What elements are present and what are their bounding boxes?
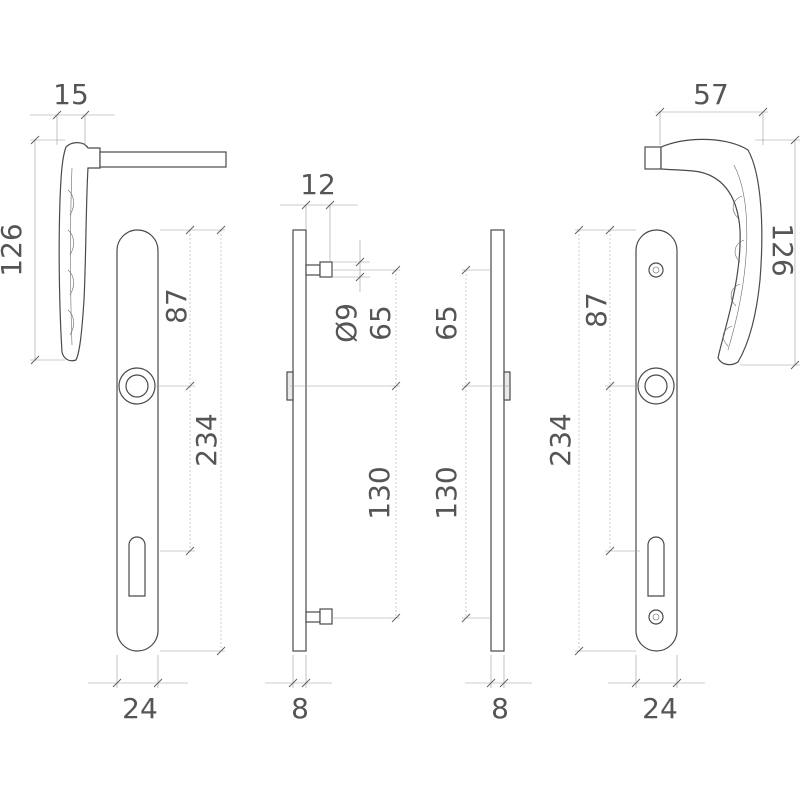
middle-right-plate-side: [490, 229, 511, 652]
dim-right-plate-length: 234: [544, 413, 577, 466]
dimension-labels: 15 126 87 234 24 12 Ø9 65 130 8 65 130 8…: [0, 78, 799, 725]
right-handle-profile: [644, 138, 763, 366]
dim-left-handle-depth: 15: [53, 78, 89, 111]
dim-mid-left-upper: 65: [364, 305, 397, 341]
right-plate-front: [635, 229, 678, 652]
dim-mid-left-screw-dia: Ø9: [330, 303, 363, 343]
dim-right-plate-width: 24: [642, 692, 678, 725]
dim-mid-left-lower: 130: [363, 466, 396, 519]
dim-left-handle-height: 126: [0, 223, 28, 276]
left-handle-profile: [58, 142, 227, 362]
dim-mid-right-lower: 130: [430, 466, 463, 519]
dim-right-handle-height: 126: [766, 223, 799, 276]
dim-mid-left-thickness: 8: [291, 692, 309, 725]
dim-mid-right-thickness: 8: [491, 692, 509, 725]
dim-mid-left-offset: 12: [300, 168, 336, 201]
dim-left-plate-width: 24: [122, 692, 158, 725]
dim-left-spindle-dist: 87: [160, 288, 193, 324]
left-plate-front: [116, 229, 159, 652]
dim-right-handle-depth: 57: [693, 78, 729, 111]
dimension-lines: [30, 107, 800, 688]
dim-left-plate-length: 234: [190, 413, 223, 466]
dim-right-spindle-dist: 87: [580, 292, 613, 328]
middle-left-plate-side: [286, 229, 333, 652]
dim-mid-right-upper: 65: [430, 305, 463, 341]
